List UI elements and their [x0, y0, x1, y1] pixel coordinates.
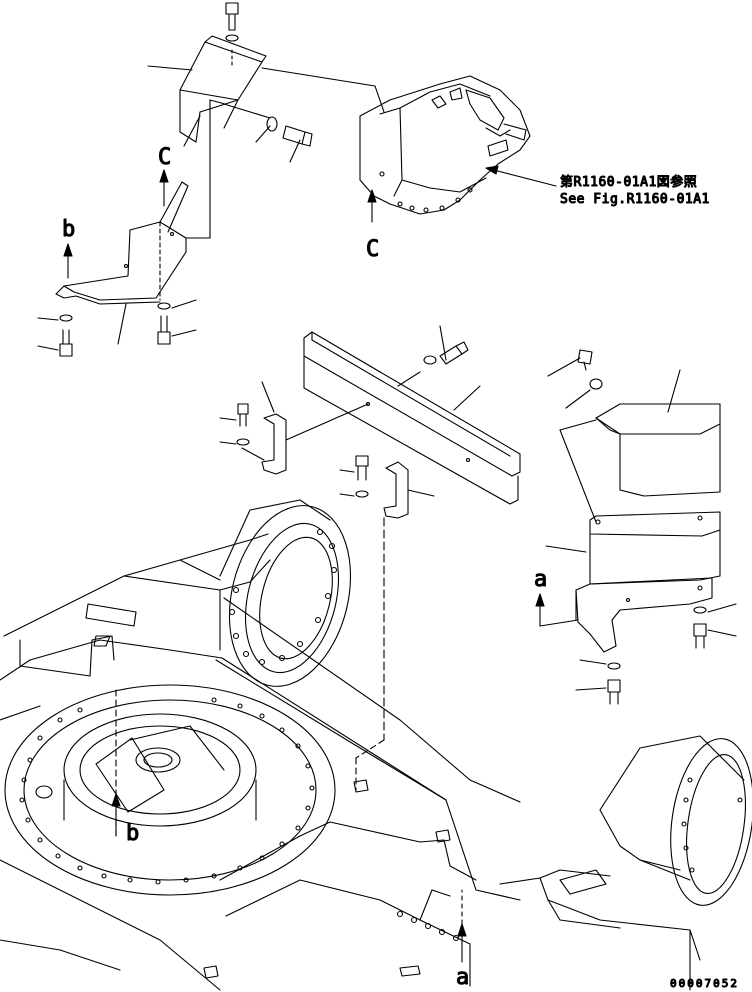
bracket-leader-lines	[147, 65, 385, 239]
drawing-number: 00007052	[670, 977, 739, 990]
clamp-left	[219, 381, 369, 475]
right-lower-bracket	[575, 577, 713, 653]
leader-l-bracket	[117, 303, 127, 345]
right-top-bolt	[547, 349, 681, 523]
arrow-c-right	[367, 189, 377, 223]
arrow-b-bottom	[111, 689, 121, 841]
right-washers-bolts	[575, 603, 737, 705]
channel-beam	[303, 331, 521, 505]
callout-b-top: b	[62, 217, 75, 242]
upper-mounting-bracket	[179, 35, 267, 143]
housing-cover	[359, 75, 531, 215]
beam-bolt	[397, 325, 469, 387]
left-washer-bolt	[37, 314, 73, 357]
reference-leader	[485, 165, 557, 187]
right-mid-plate	[545, 511, 721, 585]
right-track-boss	[599, 735, 752, 906]
left-track-boss	[219, 499, 352, 687]
top-bolt	[225, 2, 239, 42]
arrow-a-right	[535, 593, 579, 627]
swing-bearing-ring	[4, 684, 336, 896]
callout-c-top: C	[158, 145, 171, 170]
callout-c-bottom: C	[366, 237, 379, 262]
side-bolt-and-washer	[266, 116, 313, 147]
clamp-right	[339, 455, 435, 791]
arrow-a-bottom	[457, 889, 467, 963]
callout-a-bottom: a	[456, 965, 469, 990]
callout-b-bottom: b	[126, 821, 139, 846]
arrow-c-left	[159, 169, 169, 207]
beam-leader	[453, 385, 481, 411]
main-frame	[0, 533, 701, 991]
reference-japanese: 第R1160-01A1図参照	[560, 174, 697, 190]
right-top-cover	[595, 403, 721, 497]
lower-l-bracket	[55, 181, 189, 305]
callout-a-right: a	[534, 567, 547, 592]
arrow-b-top	[63, 243, 73, 279]
right-washer-bolt	[157, 299, 197, 345]
reference-english: See Fig.R1160-01A1	[560, 192, 710, 207]
